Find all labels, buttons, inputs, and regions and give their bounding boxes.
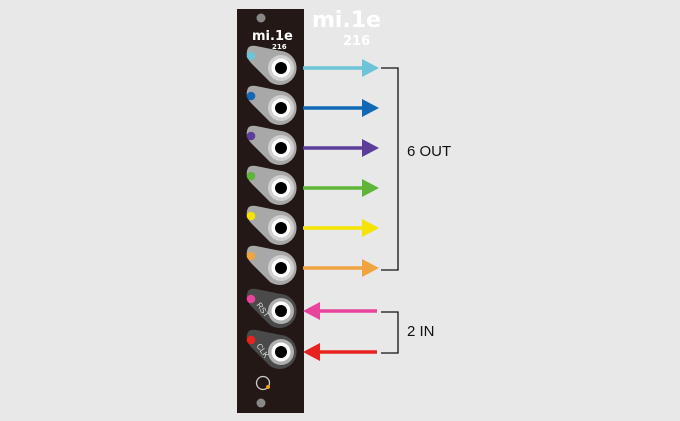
input-arrow: [303, 302, 377, 320]
header-logo: mi.1e 216: [312, 8, 381, 49]
output-arrow: [303, 219, 379, 237]
output-arrow: [303, 59, 379, 77]
input-arrow: [303, 343, 377, 361]
output-arrow: [303, 139, 379, 157]
output-jack[interactable]: [246, 45, 297, 85]
button-knob-icon: [255, 375, 271, 391]
output-jack[interactable]: [246, 205, 297, 245]
led-indicator: [246, 211, 256, 221]
inputs-bracket: 2 IN: [381, 311, 435, 354]
outputs-bracket: 6 OUT: [381, 67, 451, 271]
output-jack[interactable]: [246, 85, 297, 125]
output-arrow: [303, 259, 379, 277]
led-indicator: [246, 251, 256, 261]
output-arrow: [303, 99, 379, 117]
panel-model: 216: [272, 43, 287, 51]
led-indicator: [246, 51, 256, 61]
svg-text:mi.1e: mi.1e: [312, 8, 381, 33]
output-jack[interactable]: [246, 165, 297, 205]
inputs-label: 2 IN: [407, 323, 435, 340]
output-arrow: [303, 179, 379, 197]
led-indicator: [246, 171, 256, 181]
outputs-label: 6 OUT: [407, 143, 451, 160]
svg-text:216: 216: [343, 34, 370, 49]
output-jack[interactable]: [246, 245, 297, 285]
led-indicator: [246, 131, 256, 141]
panel-logo: mi.1e: [252, 29, 293, 44]
led-indicator: [246, 294, 256, 304]
led-indicator: [246, 335, 256, 345]
panel-screw-top: [256, 13, 266, 23]
led-indicator: [246, 91, 256, 101]
output-jack[interactable]: [246, 125, 297, 165]
panel-screw-bottom: [256, 398, 266, 408]
